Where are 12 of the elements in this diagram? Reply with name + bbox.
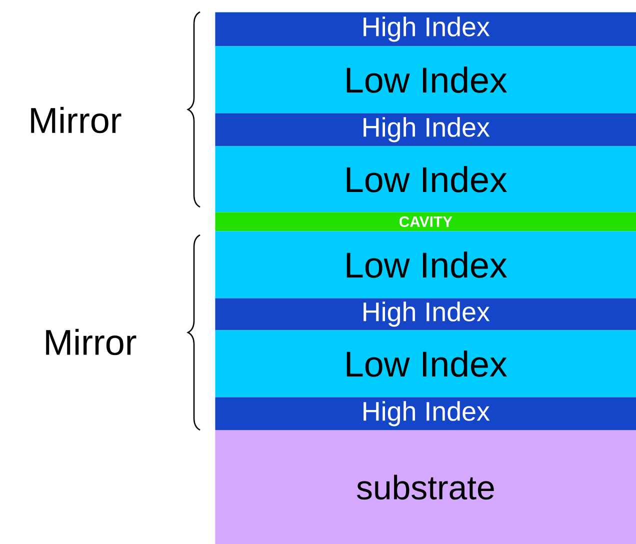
layer: High Index: [215, 298, 636, 330]
layer: Low Index: [215, 146, 636, 212]
layer: High Index: [215, 397, 636, 430]
mirror-label: Mirror: [46, 328, 136, 356]
layer: High Index: [215, 113, 636, 146]
layer: CAVITY: [215, 212, 636, 232]
layer: High Index: [215, 12, 636, 46]
layer: Low Index: [215, 330, 636, 398]
layer: substrate: [215, 430, 636, 544]
layer: Low Index: [215, 231, 636, 298]
mirror-label: Mirror: [31, 106, 122, 134]
layer: Low Index: [215, 46, 636, 114]
